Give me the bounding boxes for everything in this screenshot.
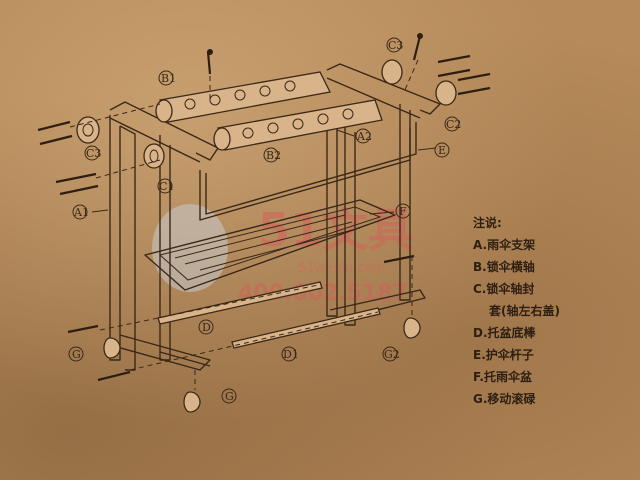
callout-c2: C2 xyxy=(446,118,461,131)
callout-c1: C1 xyxy=(159,180,174,193)
cap-c3-left xyxy=(76,116,100,144)
legend-item-f: F.托雨伞盆 xyxy=(473,370,532,384)
callout-g2: G2 xyxy=(384,348,400,361)
callout-b1: B1 xyxy=(161,72,176,85)
legend-item-g: G.移动滚碌 xyxy=(473,392,536,406)
callout-a1: A1 xyxy=(73,206,89,219)
callout-e: E xyxy=(438,144,446,157)
callout-b2: B2 xyxy=(266,149,281,162)
legend-title: 注说: xyxy=(473,216,502,230)
callout-d: D xyxy=(202,321,211,334)
watermark-url: 51wenju.com xyxy=(298,261,385,276)
callout-c3-left: C3 xyxy=(86,147,101,160)
rod-d1 xyxy=(231,307,381,349)
legend-item-d: D.托盆底棒 xyxy=(473,326,536,340)
callout-c3-top: C3 xyxy=(388,39,403,52)
callout-d1: D1 xyxy=(283,348,299,361)
callout-f: F xyxy=(399,205,407,218)
legend-item-a: A.雨伞支架 xyxy=(473,238,536,252)
lock-axles xyxy=(155,71,383,151)
cap-c1 xyxy=(143,143,165,169)
leader-lines xyxy=(69,59,437,390)
watermark-phone: 400.002.5187 xyxy=(238,281,408,306)
callout-g-bottom: G xyxy=(225,390,234,403)
caster-g-left xyxy=(103,337,121,359)
casters xyxy=(103,317,421,413)
callout-g-left: G xyxy=(72,348,81,361)
parts-legend: 注说: A.雨伞支架 B.锁伞横轴 C.锁伞轴封 套(轴左右盖) D.托盆底棒 … xyxy=(473,212,623,410)
umbrella-tray xyxy=(144,199,396,291)
legend-item-b: B.锁伞横轴 xyxy=(473,260,535,274)
caster-g-bottom xyxy=(183,391,201,413)
screws xyxy=(37,33,491,382)
legend-item-c: C.锁伞轴封 xyxy=(473,282,535,296)
cap-c3-top xyxy=(381,59,403,85)
caster-g2 xyxy=(403,317,421,339)
axle-end-caps xyxy=(76,59,457,169)
legend-item-e: E.护伞杆子 xyxy=(473,348,534,362)
callout-a2: A2 xyxy=(356,130,372,143)
callout-labels: B1 B2 C3 C1 C3 C2 A2 A1 E F D D1 G G G2 xyxy=(68,37,461,404)
legend-item-c-cont: 套(轴左右盖) xyxy=(489,304,560,318)
cap-c2 xyxy=(435,80,457,106)
